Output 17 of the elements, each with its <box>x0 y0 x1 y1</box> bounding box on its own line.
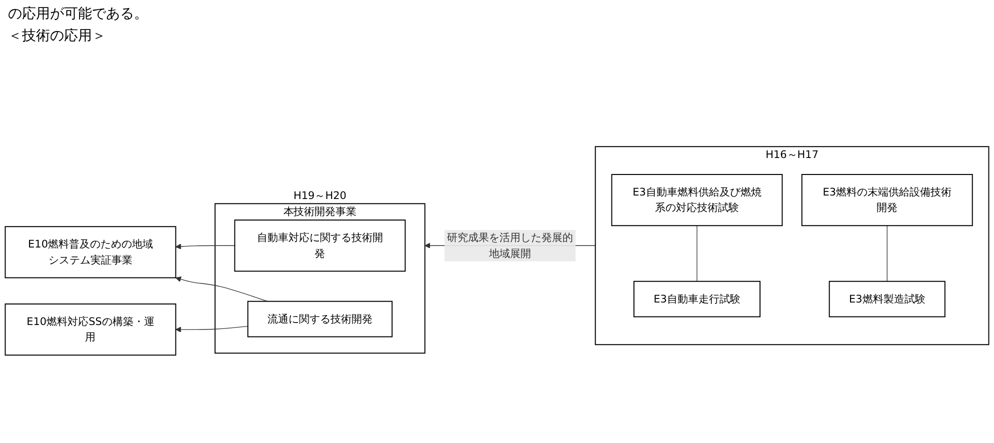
connector <box>886 225 888 282</box>
note-text: の応用が可能である。 <box>8 5 148 24</box>
arrow <box>175 326 248 332</box>
arrow <box>175 244 236 250</box>
node-box: E3自動車燃料供給及び燃焼系の対応技術試験 <box>611 174 783 226</box>
node-box: E3燃料製造試験 <box>828 280 946 318</box>
arrow <box>175 276 268 302</box>
node-box: 自動車対応に関する技術開発 <box>234 220 406 272</box>
node-box: E10燃料普及のための地域システム実証事業 <box>4 226 176 278</box>
node-box: 流通に関する技術開発 <box>247 300 393 338</box>
node-box: E3燃料の末端供給設備技術開発 <box>801 174 973 226</box>
node-box: E10燃料対応SSの構築・運用 <box>4 303 176 356</box>
node-box: E3自動車走行試験 <box>633 280 761 318</box>
note-text: ＜技術の応用＞ <box>8 27 107 46</box>
node-label: H19～H20 <box>293 189 346 202</box>
connector <box>696 225 698 282</box>
edge-label: 研究成果を活用した発展的地域展開 <box>447 231 574 260</box>
